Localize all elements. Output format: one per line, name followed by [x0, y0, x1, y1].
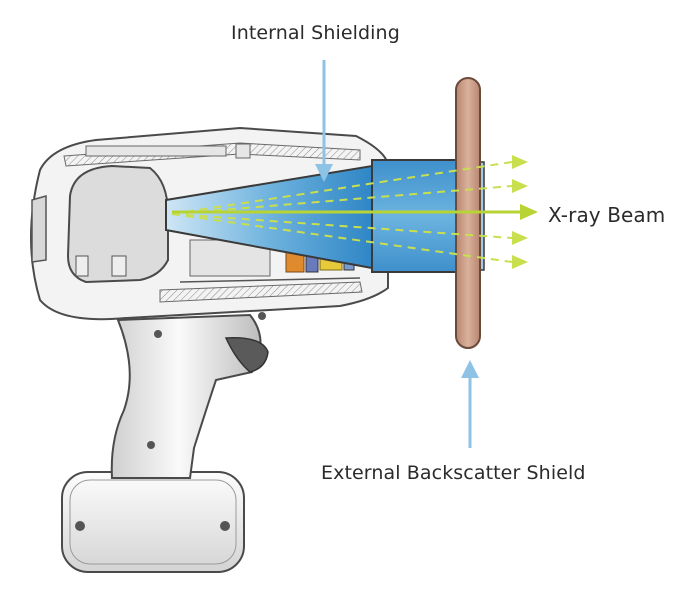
battery-screw-icon: [220, 521, 230, 531]
external-shield-callout-arrow: [461, 360, 479, 448]
battery-screw-icon: [75, 521, 85, 531]
internal-shielding-label: Internal Shielding: [231, 22, 400, 44]
pistol-grip: [110, 312, 269, 479]
grip-screw-icon: [147, 441, 155, 449]
grip-screw-icon: [154, 330, 162, 338]
xray-beam-paths: [171, 161, 513, 263]
xray-beam-label: X-ray Beam: [548, 203, 666, 227]
internal-shielding-callout-arrow: [315, 60, 333, 182]
grip-screw-icon: [258, 312, 266, 320]
xray-beam-arrow: [172, 204, 538, 220]
beam-arrowheads: [512, 155, 528, 269]
battery-pack: [61, 471, 245, 573]
external-backscatter-shield-label: External Backscatter Shield: [321, 462, 586, 484]
